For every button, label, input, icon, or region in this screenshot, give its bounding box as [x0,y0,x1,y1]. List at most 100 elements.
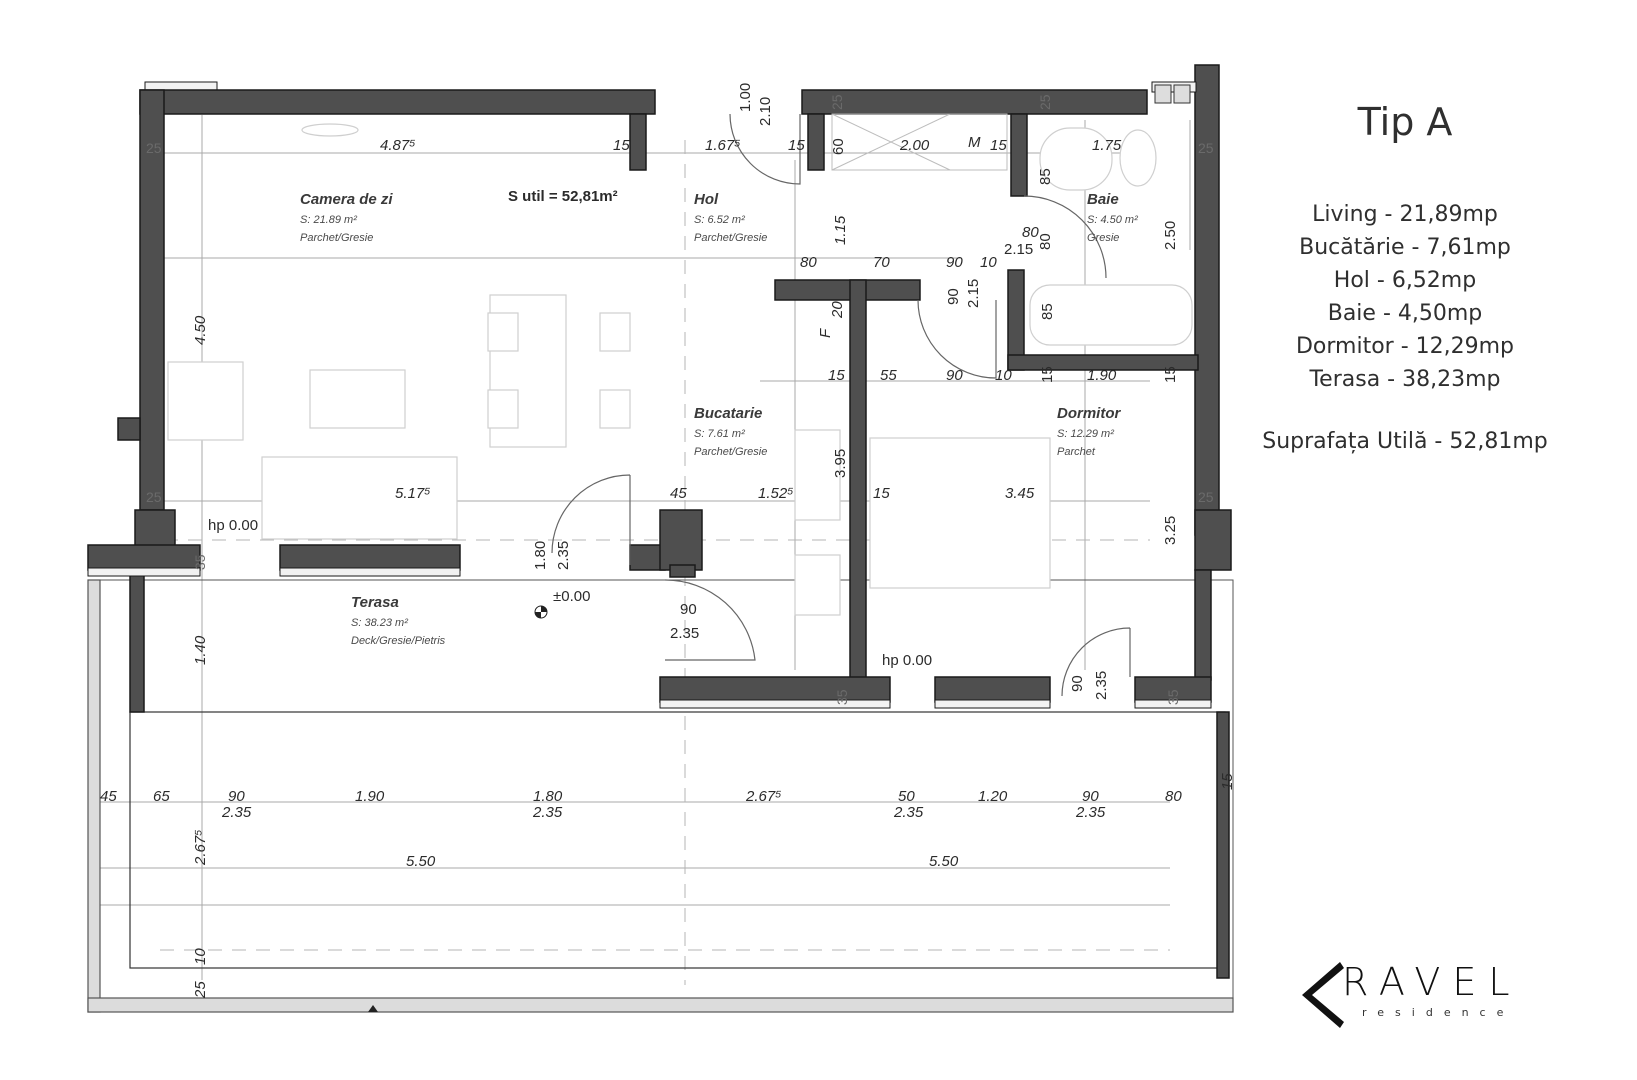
dim-text: 20 [829,301,846,319]
legend-item-terasa: Terasa - 38,23mp [1309,367,1501,392]
dim-text: 70 [873,254,890,271]
walls [87,64,1232,709]
logo-wordmark: RAVEL [1342,960,1522,1004]
legend-item-baie: Baie - 4,50mp [1327,301,1483,326]
room-hol-area: S: 6.52 m² [694,214,745,226]
level-hp-left: hp 0.00 [208,517,258,534]
dim-text: 35 [834,689,850,705]
room-living-floor: Parchet/Gresie [300,232,373,244]
dim-text: 45 [100,788,117,805]
dim-text: 5.17⁵ [395,485,431,502]
legend-total: Suprafața Utilă - 52,81mp [1262,429,1548,454]
s-util-label: S util = 52,81m² [508,188,618,205]
dim-text: 2.35 [555,541,572,570]
dim-text: 5.50 [406,853,436,870]
dim-text: 1.90 [1087,367,1117,384]
room-terasa-floor: Deck/Gresie/Pietris [351,635,446,647]
room-dormitor-area: S: 12.29 m² [1057,428,1114,440]
dim-text: 80 [1165,788,1182,805]
room-terasa-area: S: 38.23 m² [351,617,408,629]
level-zero: ±0.00 [553,588,590,605]
dim-text: 2.10 [757,97,774,126]
dim-text: 25 [829,94,845,110]
terrace-frame [87,574,1234,1013]
dim-text: 2.35 [221,804,252,821]
room-baie-area: S: 4.50 m² [1087,214,1138,226]
dim-text: 1.80 [532,541,549,570]
dim-text: 25 [1198,489,1214,505]
room-dormitor-floor: Parchet [1057,446,1096,458]
legend-item-bucatarie: Bucătărie - 7,61mp [1299,235,1511,260]
dim-text: 45 [670,485,687,502]
dim-text: 25 [192,981,209,999]
dim-text: 10 [192,948,209,965]
dim-text: 50 [898,788,915,805]
dim-text: 1.52⁵ [758,485,794,502]
dim-text: 1.00 [737,83,754,112]
dim-text: 90 [1069,675,1086,692]
area-legend: Tip A Living - 21,89mp Bucătărie - 7,61m… [1240,100,1570,454]
legend-item-dormitor: Dormitor - 12,29mp [1295,334,1515,359]
dim-text: 2.35 [893,804,924,821]
legend-item-hol: Hol - 6,52mp [1333,268,1477,293]
dim-text: 90 [946,367,963,384]
room-terasa-name: Terasa [351,594,399,611]
room-baie-floor: Gresie [1087,232,1119,244]
dim-text: 15 [1162,366,1179,383]
room-labels: Camera de zi S: 21.89 m² Parchet/Gresie … [208,134,1138,669]
level-marker-icon [534,605,548,619]
dim-text: 85 [1037,168,1054,185]
logo-subtitle: residence [1362,1006,1515,1019]
dim-text: 25 [146,489,162,505]
dim-text: 2.35 [670,625,699,642]
dim-text: 2.35 [1075,804,1106,821]
dim-text: 10 [995,367,1012,384]
dim-text: 15 [788,137,805,154]
dim-text: 80 [1022,224,1039,241]
dim-text: 2.67⁵ [192,829,209,866]
room-dormitor-name: Dormitor [1057,405,1121,422]
dim-text: 65 [153,788,170,805]
dim-text: 60 [830,138,847,155]
dim-text: 1.40 [192,635,209,665]
dim-text: 90 [945,288,962,305]
vertical-dimension-texts: 1.00 2.10 25 25 25 25 25 25 60 85 1.15 2… [146,83,1236,999]
dim-text: 4.87⁵ [380,137,416,154]
dim-text: 2.67⁵ [745,788,782,805]
dim-text: 25 [1037,94,1053,110]
dim-text: 90 [680,601,697,618]
dim-text: 2.15 [965,279,982,308]
dim-text: 80 [800,254,817,271]
dim-text: 10 [980,254,997,271]
dim-text: 35 [1165,689,1181,705]
dim-text: 15 [613,137,630,154]
dim-text: 1.80 [533,788,563,805]
dim-text: 2.50 [1162,221,1179,250]
dim-text: 4.50 [192,315,209,345]
room-bucatarie-name: Bucatarie [694,405,762,422]
dim-text: 2.15 [1004,241,1033,258]
dim-text: 2.35 [532,804,563,821]
dim-text: 1.75 [1092,137,1122,154]
dimension-texts: 4.87⁵ 15 1.67⁵ 15 2.00 15 1.75 80 70 90 … [100,137,1182,870]
dim-text: 1.67⁵ [705,137,741,154]
doors [551,113,1131,697]
room-baie-name: Baie [1087,191,1119,208]
dim-text: 2.00 [899,137,930,154]
dim-text: 1.20 [978,788,1008,805]
furniture [167,113,1193,616]
room-bucatarie-area: S: 7.61 m² [694,428,745,440]
dim-text: 35 [192,554,208,570]
legend-item-living: Living - 21,89mp [1312,202,1498,227]
dim-text: 55 [880,367,897,384]
plan-type-title: Tip A [1357,100,1453,144]
dim-text: 90 [228,788,245,805]
level-hp-right: hp 0.00 [882,652,932,669]
mark-m: M [968,134,981,151]
dim-text: 3.95 [832,449,849,478]
dim-text: 80 [1037,233,1054,250]
dim-text: 90 [946,254,963,271]
room-bucatarie-floor: Parchet/Gresie [694,446,767,458]
chevron-logo-icon [1302,962,1344,1028]
